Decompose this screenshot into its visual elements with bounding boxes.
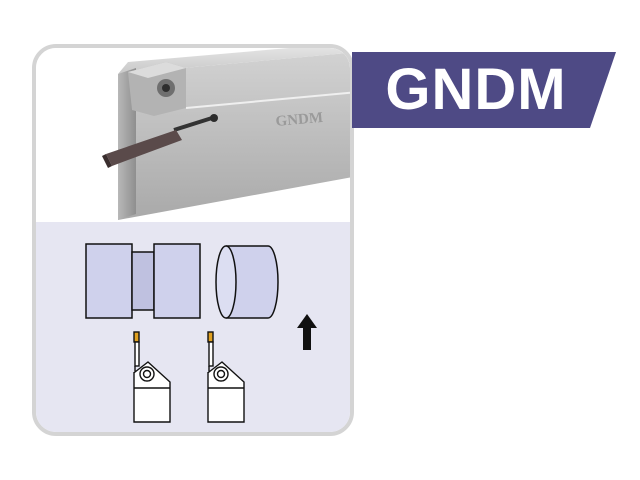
tool-holder-illustration: GNDM bbox=[102, 48, 350, 220]
cylinder-workpiece bbox=[215, 245, 279, 319]
insert-tip bbox=[207, 331, 214, 343]
holder-engraving: GNDM bbox=[275, 110, 324, 130]
series-banner: GNDM bbox=[352, 52, 616, 128]
series-code: GNDM bbox=[385, 57, 567, 122]
tool-holder-left-hand bbox=[207, 331, 245, 423]
banner-background bbox=[352, 52, 616, 128]
product-card: GNDM bbox=[32, 44, 354, 436]
head-side bbox=[118, 68, 136, 220]
grooved-workpiece bbox=[85, 243, 201, 319]
grooving-insert bbox=[106, 130, 182, 166]
tool-holder-right-hand bbox=[133, 331, 171, 423]
arrow-up-icon bbox=[297, 314, 317, 350]
insert-tip bbox=[133, 331, 140, 343]
clamp-block-top bbox=[128, 62, 186, 78]
machining-diagram bbox=[36, 222, 350, 432]
tool-holder-photo: GNDM bbox=[36, 48, 350, 222]
diagram-graphic bbox=[85, 243, 317, 423]
